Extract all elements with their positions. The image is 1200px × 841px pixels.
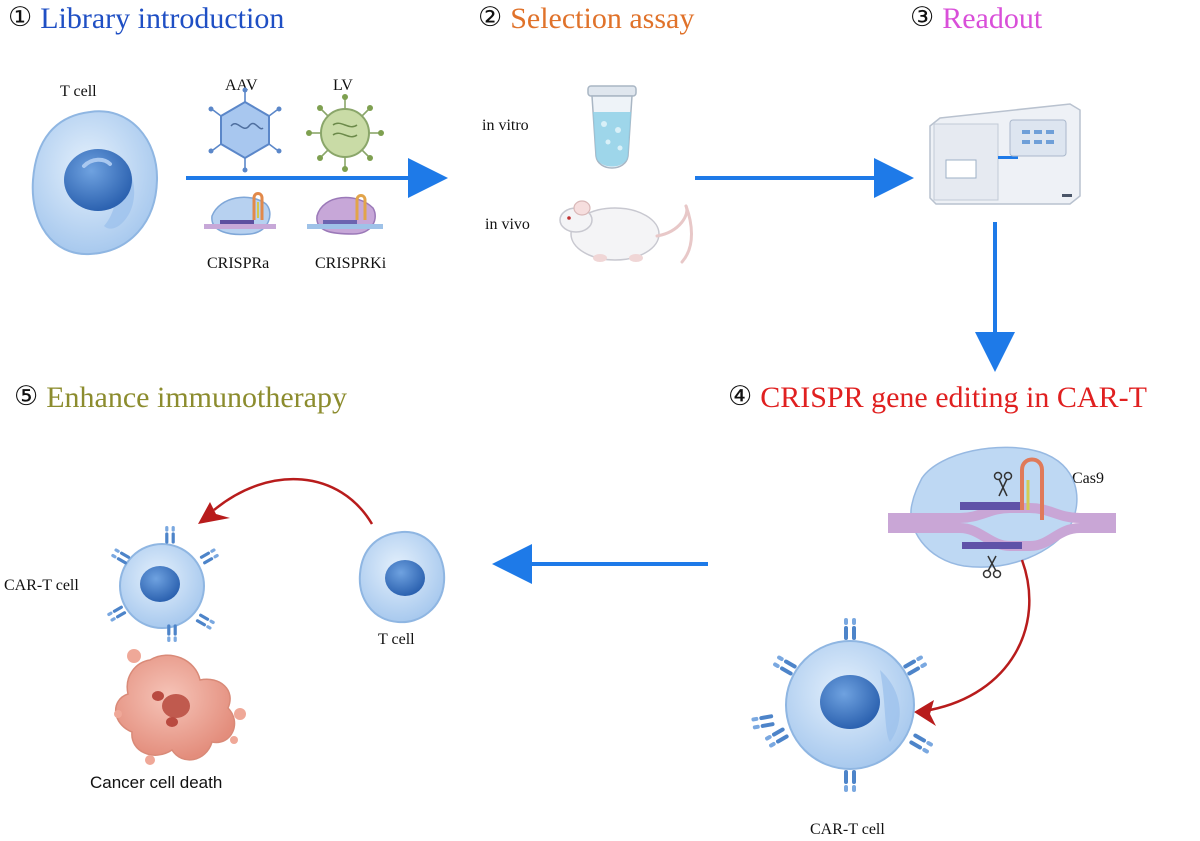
crispra-label: CRISPRa: [207, 255, 270, 272]
car-t-cell-large-icon: [751, 618, 934, 792]
crisprki-label: CRISPRKi: [315, 255, 387, 272]
car-t-cell-small-icon: [106, 526, 220, 642]
scissors-top-icon: [993, 471, 1013, 497]
crisprki-complex-icon: [307, 194, 383, 235]
cas9-complex-icon: [888, 446, 1116, 579]
aav-virus-icon: [208, 87, 282, 173]
step-4-text: CRISPR gene editing in CAR-T: [760, 381, 1147, 414]
sequencer-icon: [929, 103, 1081, 205]
cas9-label: Cas9: [1072, 470, 1104, 487]
in-vivo-label: in vivo: [485, 216, 530, 233]
test-tube-icon: [587, 85, 637, 169]
car-t-cell-bottom-label: CAR-T cell: [810, 821, 885, 838]
t-cell-mid-label: T cell: [378, 631, 415, 648]
cancer-cell-icon: [114, 649, 246, 765]
t-cell-small-icon: [358, 530, 446, 624]
aav-label: AAV: [225, 77, 258, 94]
lv-label: LV: [333, 77, 353, 94]
curve-arrow-head-left: [198, 502, 230, 524]
car-t-cell-left-label: CAR-T cell: [4, 577, 79, 594]
mouse-icon: [559, 200, 693, 264]
scissors-bottom-icon: [982, 555, 1002, 579]
step-5-text: Enhance immunotherapy: [46, 381, 347, 414]
t-cell-large-icon: [31, 110, 159, 256]
lv-virus-icon: [306, 94, 384, 172]
step-2-text: Selection assay: [510, 2, 695, 35]
curve-arrow-t-cell-to-car-t: [213, 477, 374, 525]
crispra-complex-icon: [204, 192, 276, 236]
step-1-text: Library introduction: [40, 2, 285, 35]
cancer-cell-death-label: Cancer cell death: [90, 773, 223, 792]
curve-arrow-cas9-to-car-t: [929, 559, 1031, 712]
in-vitro-label: in vitro: [482, 117, 529, 134]
curve-arrow-head-car-t: [914, 700, 936, 726]
t-cell-top-label: T cell: [60, 83, 97, 100]
step-3-text: Readout: [942, 2, 1043, 35]
